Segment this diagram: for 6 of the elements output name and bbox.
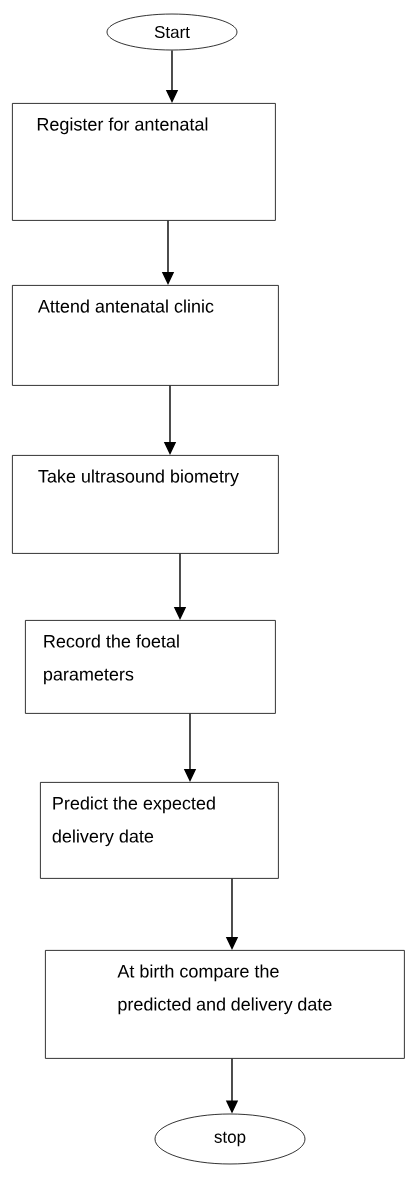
process-box: Take ultrasound biometry [12,455,279,554]
process-box: Register for antenatal [12,103,276,221]
process-box: At birth compare the predicted and delivery date [45,950,405,1059]
process-box: Predict the expected delivery date [40,782,279,879]
process-box: Record the foetal parameters [25,620,276,714]
process-box: Attend antenatal clinic [12,285,279,386]
